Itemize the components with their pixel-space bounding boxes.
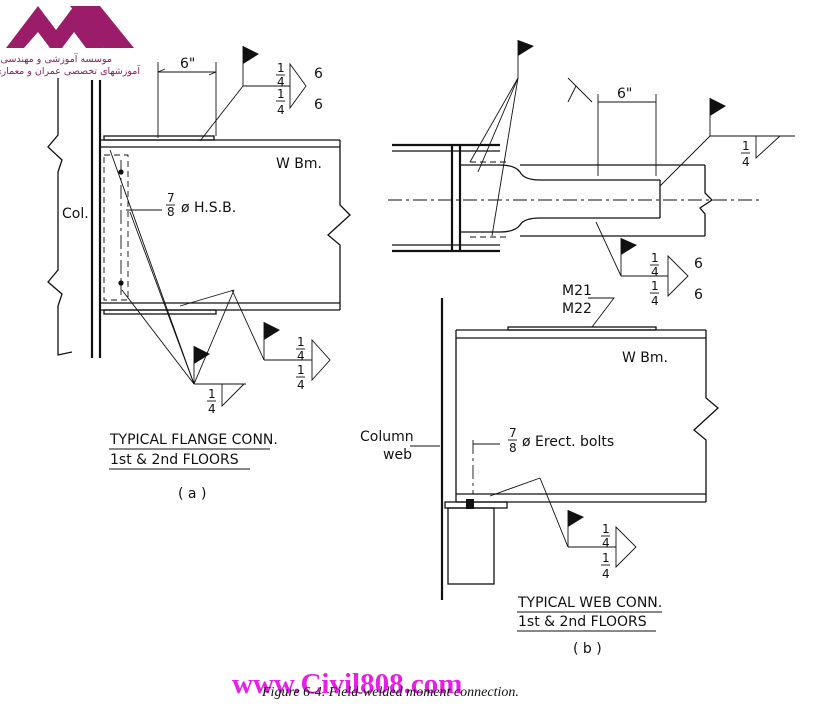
svg-text:4: 4 [651, 265, 659, 279]
company-logo: موسسه آموزشی و مهندسی ۸۰۸ آموزشهای تخصصی… [0, 6, 140, 77]
svg-text:7: 7 [167, 191, 175, 205]
weld-plan-size2: 6 [694, 287, 703, 303]
detail-b-tag: ( b ) [573, 641, 602, 657]
svg-text:4: 4 [208, 402, 216, 416]
svg-text:8: 8 [509, 441, 517, 455]
detail-plan-view: 6" 1 4 1 4 6 1 4 6 [388, 40, 795, 308]
svg-text:1: 1 [297, 363, 305, 377]
weld-a-top-fraction: 1 [277, 61, 285, 75]
beam-label-b: W Bm. [622, 350, 668, 366]
bolt-label-b: ø Erect. bolts [522, 434, 614, 450]
mark-m22: M22 [562, 301, 592, 317]
svg-text:1: 1 [297, 335, 305, 349]
svg-text:4: 4 [277, 103, 285, 117]
beam-label-a: W Bm. [276, 156, 322, 172]
svg-text:4: 4 [297, 378, 305, 392]
svg-text:4: 4 [277, 75, 285, 89]
dim-6in-a: 6" [180, 56, 195, 72]
detail-a-subtitle: 1st & 2nd FLOORS [110, 452, 239, 468]
detail-b-title: TYPICAL WEB CONN. [517, 595, 662, 611]
dim-6in-plan: 6" [617, 86, 632, 102]
svg-text:8: 8 [167, 205, 175, 219]
svg-text:1: 1 [742, 139, 750, 153]
detail-b-subtitle: 1st & 2nd FLOORS [518, 614, 647, 630]
figure-caption: Figure 6-4. Field-welded moment connecti… [261, 685, 519, 700]
svg-text:4: 4 [602, 567, 610, 581]
svg-text:1: 1 [651, 279, 659, 293]
svg-text:1: 1 [602, 551, 610, 565]
svg-text:4: 4 [651, 294, 659, 308]
svg-text:4: 4 [742, 155, 750, 169]
detail-a-title: TYPICAL FLANGE CONN. [109, 432, 278, 448]
svg-text:4: 4 [602, 536, 610, 550]
svg-text:1: 1 [651, 251, 659, 265]
svg-text:7: 7 [509, 426, 517, 440]
weld-plan-size1: 6 [694, 256, 703, 272]
detail-b-web-connection: 7 8 ø Erect. bolts Column web M21 M22 W … [360, 283, 719, 657]
logo-line1: موسسه آموزشی و مهندسی ۸۰۸ [0, 52, 112, 65]
weld-a-top-size: 6 [314, 66, 323, 82]
weld-a-bottom-size: 6 [314, 97, 323, 113]
detail-a-flange-connection: 6" 1 4 6 1 4 6 W Bm. Col. 7 8 ø H.S.B. 1… [47, 46, 351, 502]
mark-m21: M21 [562, 283, 592, 299]
svg-text:1: 1 [208, 387, 216, 401]
logo-line2: آموزشهای تخصصی عمران و معماری [0, 64, 140, 77]
svg-text:1: 1 [277, 87, 285, 101]
svg-text:4: 4 [297, 349, 305, 363]
bolt-label-a: ø H.S.B. [181, 200, 236, 216]
column-label-b2: web [383, 447, 412, 463]
detail-a-tag: ( a ) [178, 486, 206, 502]
column-label-a: Col. [62, 206, 89, 222]
watermark: www.Civil808.com [232, 668, 462, 700]
svg-text:1: 1 [602, 522, 610, 536]
column-label-b1: Column [360, 429, 414, 445]
